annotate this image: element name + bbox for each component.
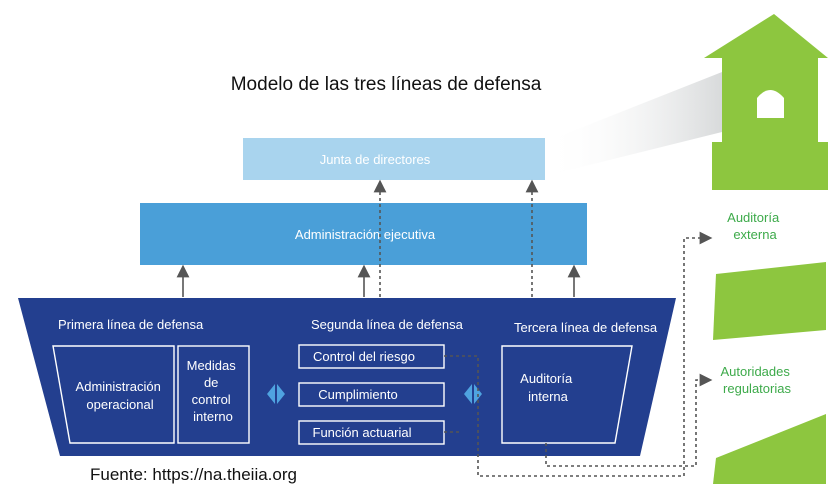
dashed-connectors-external	[444, 231, 713, 477]
lighthouse-base-plate	[712, 142, 828, 190]
regulators-line-2: regulatorias	[723, 381, 791, 396]
board-box	[243, 138, 545, 180]
executive-box	[140, 203, 587, 265]
risk-control-label: Control del riesgo	[313, 349, 415, 364]
lighthouse	[704, 14, 828, 484]
internal-controls-label: Medidas de control interno	[187, 358, 240, 424]
internal-audit-line-1: Auditoría	[520, 371, 573, 386]
internal-audit-line-2: interna	[528, 389, 569, 404]
third-line-heading: Tercera línea de defensa	[514, 320, 658, 335]
lighthouse-beam	[545, 72, 722, 176]
regulators-line-1: Autoridades	[720, 364, 790, 379]
internal-controls-box	[177, 345, 250, 444]
internal-controls-line-3: control	[192, 392, 231, 407]
executive-label: Administración ejecutiva	[295, 227, 436, 242]
lighthouse-roof	[704, 14, 828, 58]
actuarial-function-label: Función actuarial	[313, 425, 412, 440]
external-audit-line-1: Auditoría	[727, 210, 780, 225]
internal-controls-line-1: Medidas	[187, 358, 237, 373]
board-label: Junta de directores	[320, 152, 431, 167]
first-line-heading: Primera línea de defensa	[58, 317, 204, 332]
dashed-arrows-to-board	[373, 179, 539, 297]
regulators-label: Autoridades regulatorias	[720, 364, 793, 396]
operational-management-label: Administración operacional	[76, 379, 165, 412]
internal-audit-label: Auditoría interna	[520, 371, 576, 404]
ship-hull	[18, 298, 676, 456]
internal-audit-box	[501, 345, 633, 444]
lighthouse-band-1	[713, 262, 826, 340]
internal-controls-line-4: interno	[193, 409, 233, 424]
operational-management-line-1: Administración	[76, 379, 161, 394]
external-audit-label: Auditoría externa	[727, 210, 783, 242]
second-line-heading: Segunda línea de defensa	[311, 317, 464, 332]
upward-arrows	[176, 264, 581, 297]
compliance-label: Cumplimiento	[318, 387, 397, 402]
external-audit-line-2: externa	[733, 227, 777, 242]
source-caption: Fuente: https://na.theiia.org	[90, 465, 297, 484]
lighthouse-band-2	[713, 414, 826, 484]
operational-management-box	[52, 345, 175, 444]
internal-controls-line-2: de	[204, 375, 218, 390]
compliance-box	[298, 382, 445, 407]
lighthouse-window	[757, 90, 784, 118]
operational-management-line-2: operacional	[86, 397, 153, 412]
diagram-title: Modelo de las tres líneas de defensa	[231, 74, 542, 95]
interaction-diamond-left	[267, 384, 285, 404]
